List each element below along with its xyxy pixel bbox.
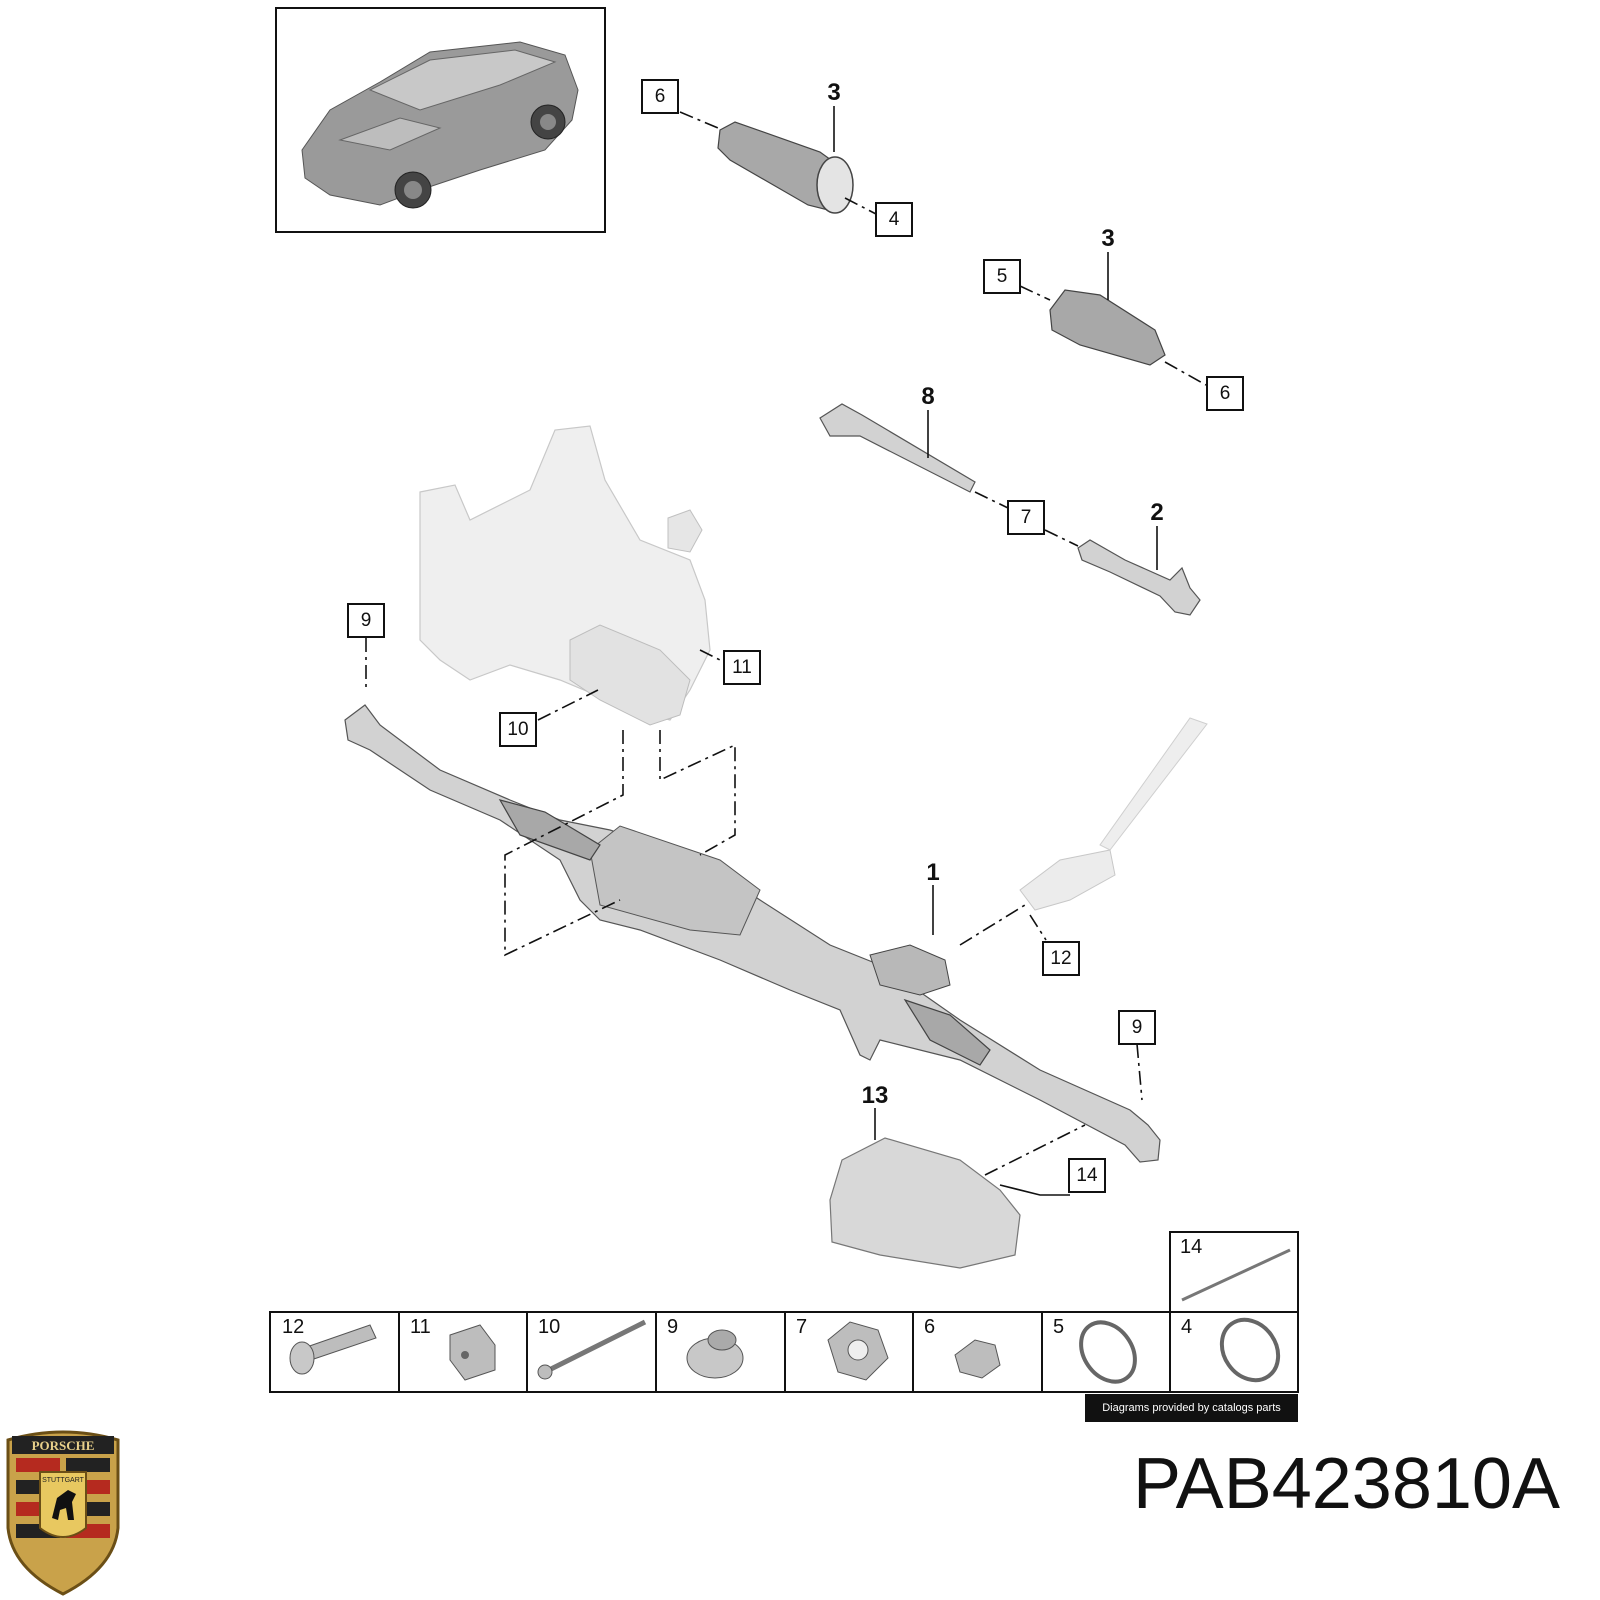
callout-11: 11 <box>723 650 761 685</box>
square-nut-icon <box>449 1324 496 1381</box>
callout-11-label: 11 <box>732 657 752 678</box>
callout-4-top: 4 <box>875 202 913 237</box>
legend-num-3: 9 <box>667 1316 678 1338</box>
legend-num-5: 6 <box>924 1316 935 1338</box>
subframe-ghost <box>419 425 711 726</box>
part-number-title: PAB423810A <box>1132 1444 1560 1524</box>
legend-cell-6: 5 <box>1041 1311 1171 1393</box>
legend-num-4: 7 <box>796 1316 807 1338</box>
part-number-3-top: 3 <box>827 79 840 106</box>
callout-10-label: 10 <box>507 719 528 740</box>
legend-cell-extra <box>1169 1231 1299 1313</box>
part-number-2: 2 <box>1150 499 1163 526</box>
legend-num-0: 12 <box>282 1316 304 1338</box>
callout-6-right: 6 <box>1206 376 1244 411</box>
cable-tie-icon <box>1181 1248 1291 1302</box>
legend-cell-7: 4 <box>1169 1311 1299 1393</box>
callout-5-label: 5 <box>997 266 1008 287</box>
callout-12: 12 <box>1042 941 1080 976</box>
callout-4-top-label: 4 <box>889 209 900 230</box>
callout-14: 14 <box>1068 1158 1106 1193</box>
callout-9-right-label: 9 <box>1132 1017 1143 1038</box>
legend-cell-5: 6 <box>912 1311 1043 1393</box>
legend-cell-3: 9 <box>655 1311 786 1393</box>
legend-cell-1: 11 <box>398 1311 528 1393</box>
legend-num-6: 5 <box>1053 1316 1064 1338</box>
legend-cell-2: 10 <box>526 1311 657 1393</box>
steering-column-ghost <box>1019 717 1208 911</box>
steering-boot-lower <box>1049 289 1166 366</box>
callout-7-label: 7 <box>1021 507 1032 528</box>
bolt-icon <box>289 1324 377 1375</box>
vehicle-thumbnail <box>275 7 606 233</box>
callout-12-label: 12 <box>1050 948 1071 969</box>
band-clamp-icon <box>1079 1320 1137 1384</box>
tie-rod-end-upper <box>1077 539 1201 616</box>
callout-6-top-label: 6 <box>655 86 666 107</box>
callout-10: 10 <box>499 712 537 747</box>
legend-num-1: 11 <box>410 1316 431 1338</box>
callout-6-top: 6 <box>641 79 679 114</box>
legend-num-7: 4 <box>1181 1316 1192 1338</box>
clamp-icon <box>954 1339 1001 1379</box>
crest-city-text: STUTTGART <box>42 1477 85 1484</box>
leader-lines <box>365 106 1207 1196</box>
part-number-1: 1 <box>926 859 939 886</box>
legend-num-2: 10 <box>538 1316 560 1338</box>
callout-9-right: 9 <box>1118 1010 1156 1045</box>
legend-extra-num: 14 <box>1180 1236 1202 1258</box>
steering-boot-upper <box>717 121 854 214</box>
ring-clamp-icon <box>1219 1317 1281 1383</box>
flange-nut-icon <box>686 1329 744 1379</box>
callout-6-right-label: 6 <box>1220 383 1231 404</box>
porsche-crest-icon: PORSCHE STUTTGART <box>6 1430 120 1596</box>
rack-cover <box>829 1137 1021 1269</box>
callout-9-left: 9 <box>347 603 385 638</box>
part-number-3-mid: 3 <box>1101 225 1114 252</box>
part-number-8: 8 <box>921 383 934 410</box>
legend-cell-4: 7 <box>784 1311 914 1393</box>
steering-rack <box>344 704 1161 1163</box>
callout-14-label: 14 <box>1076 1165 1098 1186</box>
hex-nut-icon <box>827 1321 889 1381</box>
callout-7: 7 <box>1007 500 1045 535</box>
callout-9-left-label: 9 <box>361 610 372 631</box>
legend-cell-0: 12 <box>269 1311 400 1393</box>
part-number-13: 13 <box>862 1082 889 1109</box>
inner-tie-rod <box>819 403 976 493</box>
callout-5: 5 <box>983 259 1021 294</box>
crest-text: PORSCHE <box>32 1438 95 1453</box>
legend-table: 14 12 11 10 <box>269 1231 1299 1393</box>
diagram-credit: Diagrams provided by catalogs parts <box>1085 1394 1298 1422</box>
long-bolt-icon <box>537 1319 647 1380</box>
